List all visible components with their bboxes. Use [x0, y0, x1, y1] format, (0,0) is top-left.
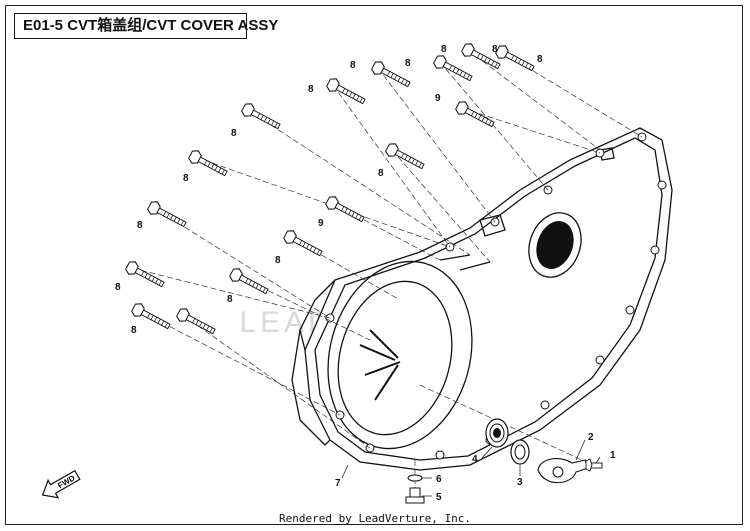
bolt-12 [281, 227, 325, 261]
fwd-arrow-icon: FWD [41, 469, 81, 499]
footer-credit: Rendered by LeadVerture, Inc. [278, 512, 472, 525]
bolt-7 [239, 100, 283, 134]
bolt-14 [227, 265, 271, 299]
bolt-15 [129, 300, 173, 334]
callout-bolt-12: 8 [137, 220, 143, 231]
callout-bolt-3: 8 [537, 54, 543, 65]
bolt-9 [186, 147, 230, 181]
callout-bolt-4: 8 [405, 58, 411, 69]
bearing-part-4 [485, 418, 509, 448]
callout-bolt-7: 8 [308, 84, 314, 95]
cvt-cover-body [291, 127, 673, 471]
bolt-3 [431, 52, 475, 86]
callout-bolt-13: 8 [275, 255, 281, 266]
callout-bolt-11: 9 [318, 218, 324, 229]
bolt-2 [493, 42, 537, 76]
callout-bolt-14: 8 [115, 282, 121, 293]
callout-part-4: 4 [472, 454, 478, 465]
seal-part-3 [510, 439, 530, 465]
callout-bolt-16: 8 [131, 325, 137, 336]
bolt-10 [323, 193, 367, 227]
callout-bolt-2: 8 [492, 44, 498, 55]
callout-labels: 8 8 8 8 8 9 8 8 8 8 9 8 8 8 8 8 1 2 3 4 … [115, 44, 616, 503]
callout-part-5: 5 [436, 492, 442, 503]
callout-bolt-1: 8 [441, 44, 447, 55]
callout-part-2: 2 [588, 432, 594, 443]
callout-part-7: 7 [335, 478, 341, 489]
callout-part-1: 1 [610, 450, 616, 461]
callout-bolt-6: 9 [435, 93, 441, 104]
washer-part-6 [407, 474, 423, 482]
callout-part-6: 6 [436, 474, 442, 485]
diagram-title: E01-5 CVT箱盖组/CVT COVER ASSY [14, 13, 278, 39]
bolt-11 [145, 198, 189, 232]
screw-part-1 [585, 458, 603, 472]
callout-leaders [341, 439, 601, 497]
drain-bolt-part-5 [405, 487, 425, 504]
plate-part-2 [537, 457, 589, 484]
callout-bolt-5: 8 [350, 60, 356, 71]
callout-bolt-10: 8 [183, 173, 189, 184]
drawing-frame [5, 5, 743, 525]
callout-bolt-15: 8 [227, 294, 233, 305]
bolt-8 [383, 140, 427, 174]
callout-bolt-8: 8 [231, 128, 237, 139]
callout-bolt-9: 8 [378, 168, 384, 179]
callout-part-3: 3 [517, 477, 523, 488]
